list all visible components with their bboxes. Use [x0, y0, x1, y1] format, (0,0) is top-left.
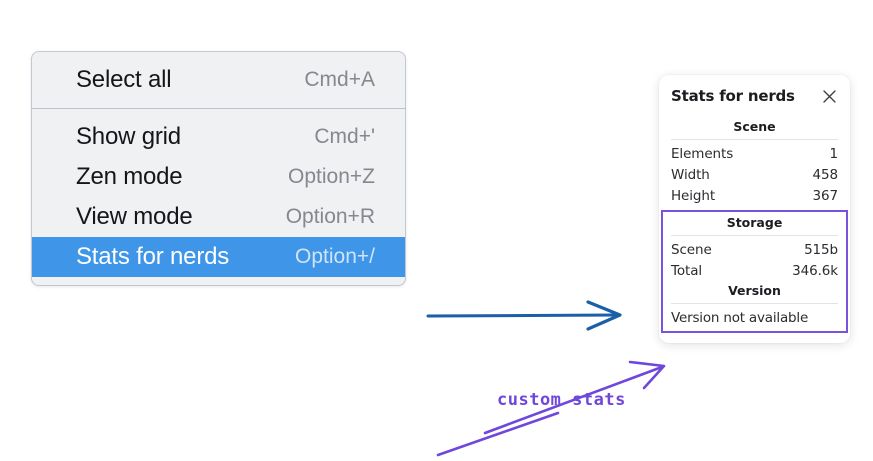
menu-item-show-grid[interactable]: Show grid Cmd+' — [32, 117, 405, 157]
stat-key: Scene — [671, 241, 712, 258]
panel-title: Stats for nerds — [671, 87, 795, 105]
stats-panel-header: Stats for nerds — [671, 87, 838, 105]
stat-row: Scene 515b — [671, 239, 838, 260]
section-version: Version Version not available — [671, 281, 838, 327]
stat-row: Total 346.6k — [671, 260, 838, 281]
stat-key: Elements — [671, 145, 734, 162]
section-title-version: Version — [728, 283, 781, 298]
stat-key: Height — [671, 187, 716, 204]
menu-item-shortcut: Cmd+A — [304, 68, 375, 91]
menu-item-zen-mode[interactable]: Zen mode Option+Z — [32, 157, 405, 197]
section-title-storage: Storage — [726, 215, 783, 230]
custom-stats-highlight-box: Storage Scene 515b Total 346.6k Version … — [661, 210, 848, 333]
section-storage: Storage Scene 515b Total 346.6k — [671, 213, 838, 281]
menu-item-shortcut: Option+R — [285, 205, 375, 228]
stat-value: 346.6k — [792, 262, 838, 279]
stat-key: Total — [671, 262, 703, 279]
divider — [671, 235, 838, 236]
stat-row: Elements 1 — [671, 143, 838, 164]
stat-row: Width 458 — [671, 164, 838, 185]
menu-item-view-mode[interactable]: View mode Option+R — [32, 197, 405, 237]
menu-group-2: Show grid Cmd+' Zen mode Option+Z View m… — [32, 108, 405, 285]
menu-item-select-all[interactable]: Select all Cmd+A — [32, 60, 405, 100]
stat-value: 1 — [829, 145, 839, 162]
menu-item-label: Select all — [76, 66, 172, 93]
stat-key: Width — [671, 166, 710, 183]
menu-item-shortcut: Option+Z — [288, 165, 375, 188]
menu-item-label: View mode — [76, 203, 193, 230]
stat-value: 515b — [804, 241, 838, 258]
menu-item-shortcut: Option+/ — [295, 245, 375, 268]
divider — [671, 139, 838, 140]
menu-item-label: Stats for nerds — [76, 243, 230, 270]
section-title-scene: Scene — [733, 119, 776, 134]
menu-item-label: Show grid — [76, 123, 181, 150]
menu-group-1: Select all Cmd+A — [32, 52, 405, 108]
menu-item-label: Zen mode — [76, 163, 183, 190]
stat-row: Height 367 — [671, 185, 838, 206]
section-scene: Scene Elements 1 Width 458 Height 367 — [671, 117, 838, 206]
stat-value: 367 — [812, 187, 839, 204]
blue-arrow — [426, 300, 622, 331]
close-icon[interactable] — [820, 87, 838, 105]
menu-item-shortcut: Cmd+' — [314, 125, 375, 148]
version-text: Version not available — [671, 310, 809, 326]
context-menu[interactable]: Select all Cmd+A Show grid Cmd+' Zen mod… — [31, 51, 406, 286]
menu-item-stats-for-nerds[interactable]: Stats for nerds Option+/ — [32, 237, 405, 277]
divider — [671, 303, 838, 304]
stat-value: 458 — [812, 166, 839, 183]
annotation-label-custom-stats: custom stats — [497, 390, 626, 410]
stats-panel: Stats for nerds Scene Elements 1 Width 4… — [659, 75, 850, 343]
